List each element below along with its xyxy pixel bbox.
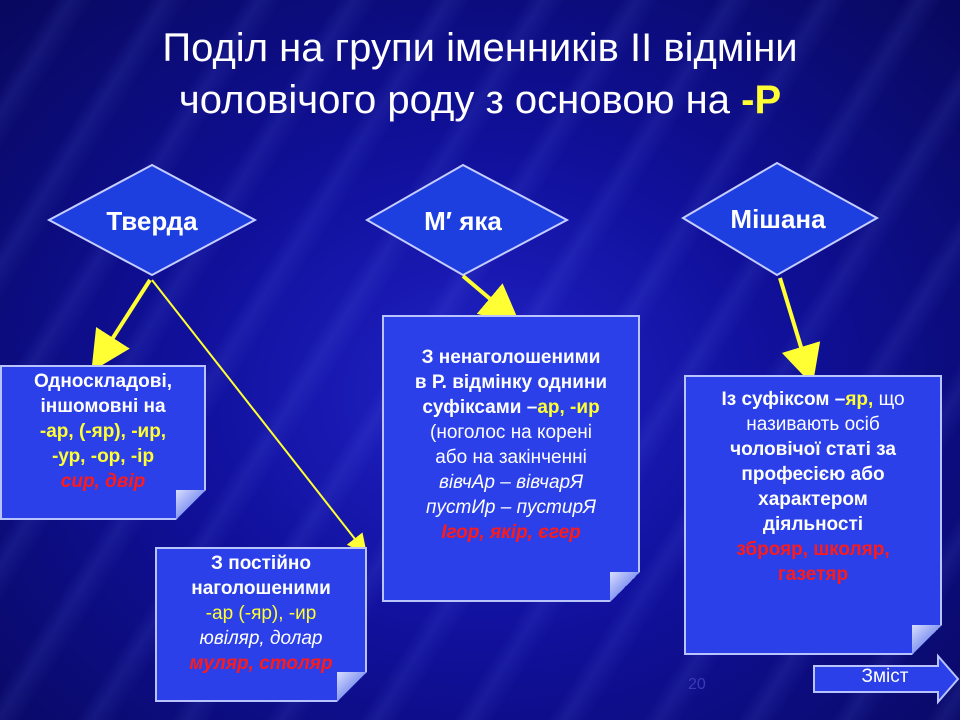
title-line-1: Поділ на групи іменників ІІ відміни: [162, 26, 798, 70]
card-monosyllabic-fold: [176, 490, 206, 520]
card-unstressed-line-3-accent: ар, -ир: [537, 397, 600, 418]
page-number: 20: [688, 676, 706, 693]
card-unstressed-line-1: З ненаголошеними: [421, 347, 601, 368]
card-monosyllabic-line-3: -ар, (-яр), -ир,: [39, 421, 167, 442]
card-suffix-line-1-accent: яр,: [845, 389, 874, 410]
nav-arrow-shape[interactable]: [813, 653, 960, 705]
title-accent: -Р: [741, 78, 782, 122]
card-suffix-line-5: характером: [758, 489, 868, 510]
diamond-mixed-label: Мішана: [730, 204, 826, 234]
card-unstressed-line-6: вівчАр – вівчарЯ: [438, 472, 584, 493]
card-suffix-line-1: Із суфіксом –яр, що: [686, 387, 940, 412]
card-suffix-line-2: називають осіб: [746, 414, 880, 435]
contents-nav-label[interactable]: Зміст: [861, 666, 909, 687]
card-unstressed-line-3-text: суфіксами –: [422, 397, 538, 418]
card-monosyllabic-examples: сир, двір: [60, 471, 146, 492]
card-stressed-examples: муляр, столяр: [189, 653, 333, 674]
diamond-mixed: [681, 161, 880, 277]
diamond-soft-label: М′ яка: [424, 206, 502, 236]
card-suffix: Із суфіксом –яр, що називають осіб чолов…: [684, 375, 942, 655]
card-unstressed-line-4: (ноголос на корені: [430, 422, 592, 443]
card-monosyllabic-line-2: іншомовні на: [40, 396, 166, 417]
card-unstressed-line-5: або на закінченні: [435, 447, 587, 468]
card-suffix-line-3: чоловічої статі за: [730, 439, 896, 460]
card-unstressed-line-3: суфіксами –ар, -ир: [384, 395, 638, 420]
card-stressed-line-4: ювіляр, долар: [199, 628, 323, 649]
card-suffix-line-1-text: Із суфіксом –: [721, 389, 846, 410]
diamond-hard: [46, 163, 258, 277]
card-unstressed-examples: Ігор, якір, єгер: [441, 522, 581, 543]
card-unstressed: З ненаголошеними в Р. відмінку однини су…: [382, 315, 640, 602]
arrow-mixed-to-suffix: [778, 277, 821, 386]
slide-title: Поділ на групи іменників ІІ відміни чоло…: [0, 22, 960, 126]
arrow-soft-to-unstressed: [461, 274, 521, 325]
card-stressed-line-1: З постійно: [211, 553, 311, 574]
card-stressed-line-3: -ар (-яр), -ир: [205, 603, 317, 624]
title-line-2: чоловічого роду з основою на -Р: [0, 74, 960, 126]
title-line-2-text: чоловічого роду з основою на: [178, 78, 742, 122]
card-suffix-fold: [912, 625, 942, 655]
arrow-hard-to-monosyllabic: [91, 278, 152, 372]
arrow-hard-to-stressed: [151, 279, 367, 555]
card-stressed-fold: [337, 672, 367, 702]
card-suffix-line-6: діяльності: [762, 514, 864, 535]
card-monosyllabic-line-4: -ур, -ор, -ір: [51, 446, 155, 467]
card-suffix-line-4: професією або: [741, 464, 885, 485]
contents-nav-button[interactable]: Зміст: [812, 656, 958, 702]
card-monosyllabic-line-1: Односкладові,: [33, 371, 173, 392]
card-suffix-line-1-tail: що: [873, 389, 905, 410]
card-unstressed-line-7: пустИр – пустирЯ: [426, 497, 596, 518]
card-monosyllabic: Односкладові, іншомовні на -ар, (-яр), -…: [0, 365, 206, 520]
card-unstressed-fold: [610, 572, 640, 602]
card-unstressed-line-2: в Р. відмінку однини: [414, 372, 608, 393]
card-suffix-examples-2: газетяр: [777, 564, 849, 585]
card-stressed: З постійно наголошеними -ар (-яр), -ир ю…: [155, 547, 367, 702]
diamond-soft: [364, 163, 570, 277]
card-stressed-line-2: наголошеними: [191, 578, 331, 599]
diamond-hard-label: Тверда: [106, 206, 198, 236]
card-suffix-examples-1: зброяр, школяр,: [736, 539, 890, 560]
